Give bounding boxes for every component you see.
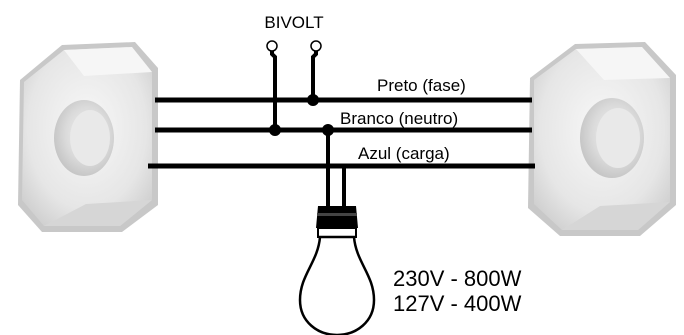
lamp-socket <box>316 206 358 228</box>
lamp-base <box>317 227 357 238</box>
lamp-glass <box>298 235 376 335</box>
junction-dot-fase <box>307 94 319 106</box>
right-device-bottom <box>562 202 670 230</box>
bivolt-lead-right <box>311 51 318 100</box>
lamp-socket-band <box>317 213 357 216</box>
right-device-socket-inner <box>596 108 640 168</box>
spec-230v-label: 230V - 800W <box>393 266 522 291</box>
wire-label-branco: Branco (neutro) <box>340 109 458 128</box>
terminal-left-icon <box>266 40 278 52</box>
wire-label-azul: Azul (carga) <box>358 144 450 163</box>
light-bulb-icon <box>298 206 376 335</box>
left-device-socket-inner <box>70 110 110 166</box>
left-switch-device <box>18 42 158 232</box>
spec-127v-label: 127V - 400W <box>393 291 522 316</box>
right-switch-device <box>528 42 676 236</box>
terminal-right-icon <box>310 40 322 52</box>
bivolt-label: BIVOLT <box>264 13 323 32</box>
left-device-bottom <box>44 200 152 226</box>
junction-dot-neutro-left <box>269 124 281 136</box>
wire-label-preto: Preto (fase) <box>377 76 466 95</box>
junction-dot-lamp <box>322 124 334 136</box>
bivolt-lead-left <box>270 51 277 130</box>
left-device-top <box>64 47 152 76</box>
right-device-top <box>576 47 670 80</box>
bivolt-terminals <box>266 40 322 136</box>
